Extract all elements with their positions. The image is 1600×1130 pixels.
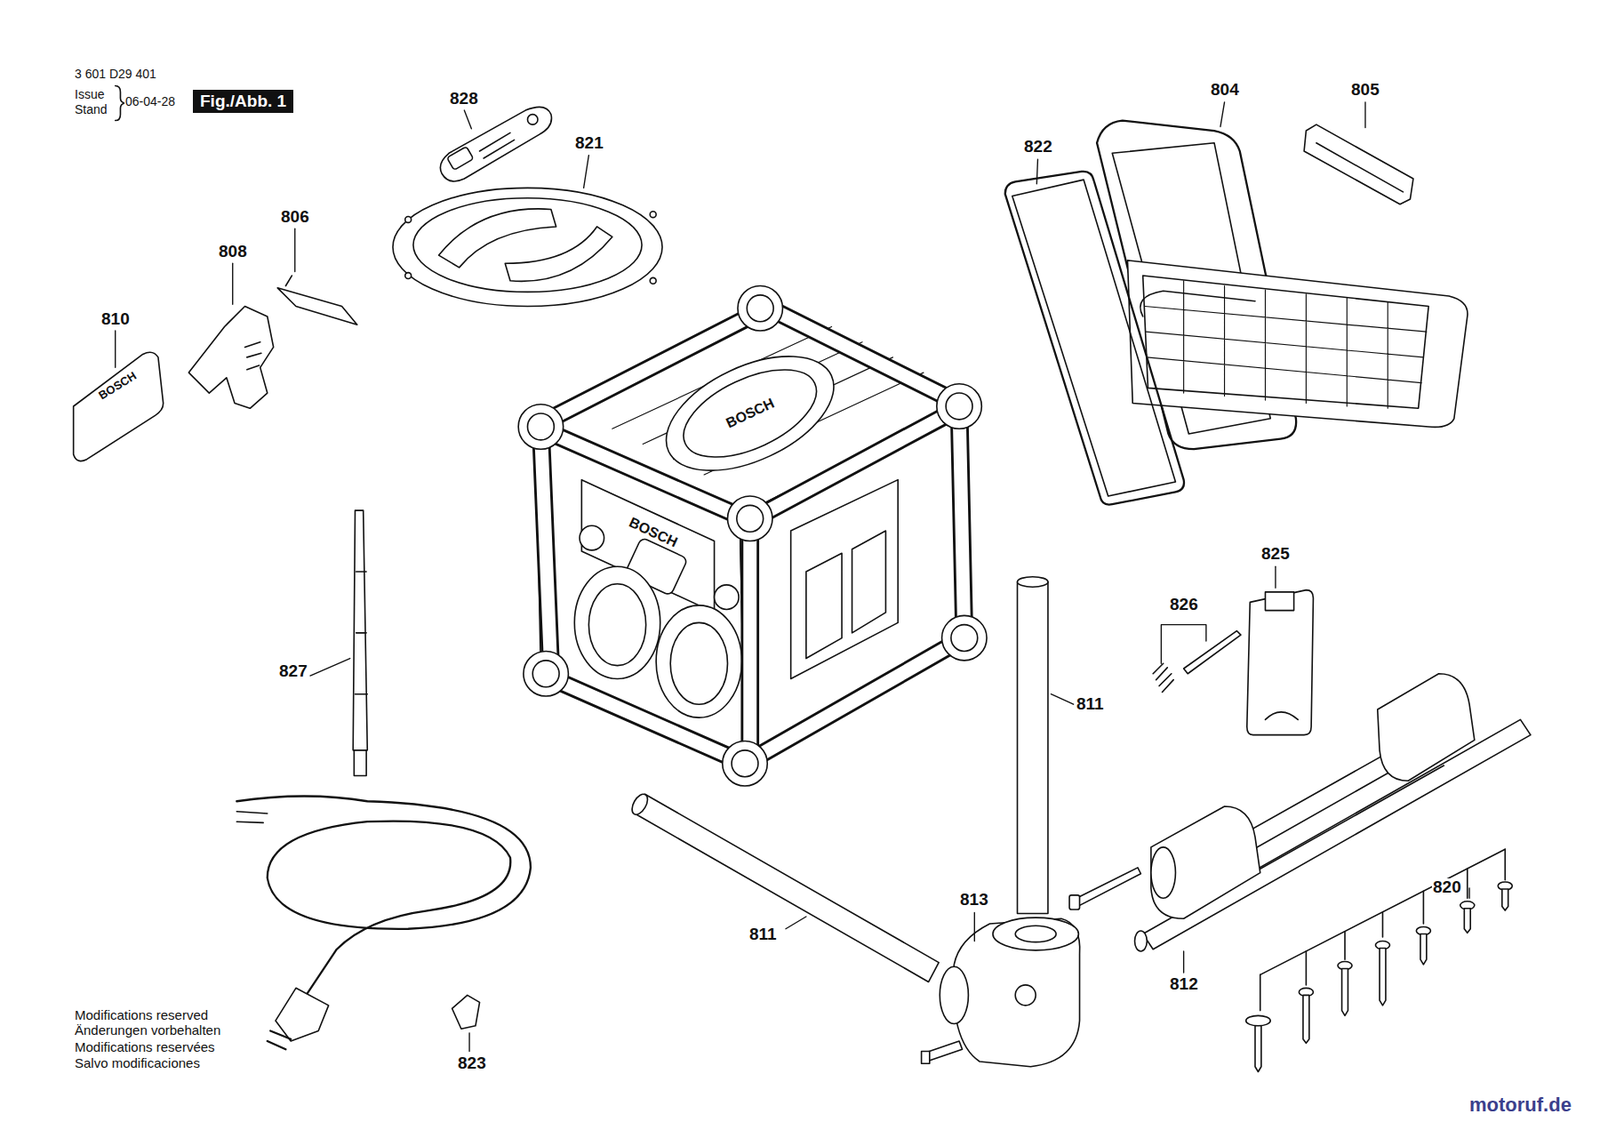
watermark: motoruf.de: [1468, 1094, 1573, 1116]
callout-number: 826: [1168, 595, 1200, 615]
callout-number: 823: [456, 1054, 488, 1073]
note-text: 06-04-28: [124, 95, 176, 109]
note-text: Stand: [73, 103, 109, 117]
note-text: Modifications reserved: [73, 1008, 209, 1024]
callout-number: 810: [100, 310, 131, 329]
callout-number: 813: [959, 890, 990, 910]
callout-number: 805: [1350, 80, 1381, 100]
figure-tag-box: Fig./Abb. 1: [192, 89, 294, 113]
callout-number: 822: [1023, 137, 1054, 157]
note-text: Änderungen vorbehalten: [73, 1023, 222, 1039]
callout-number: 804: [1209, 80, 1240, 100]
note-text: Issue: [73, 88, 105, 102]
callout-number: 806: [280, 208, 311, 227]
callout-number: 827: [278, 662, 309, 681]
note-text: Salvo modificaciones: [73, 1056, 201, 1072]
callout-number: 821: [574, 134, 605, 153]
callout-number: 820: [1432, 878, 1463, 897]
callout-number: 828: [448, 89, 480, 109]
callout-number: 812: [1168, 975, 1200, 994]
figure-tag: Fig./Abb. 1: [200, 91, 287, 112]
note-text: 3 601 D29 401: [73, 67, 158, 81]
callout-number: 811: [1075, 695, 1105, 714]
callout-number: 811: [748, 925, 778, 944]
callout-number: 825: [1260, 544, 1291, 564]
callout-number: 808: [217, 242, 248, 262]
note-text: Modifications reservées: [73, 1040, 216, 1056]
